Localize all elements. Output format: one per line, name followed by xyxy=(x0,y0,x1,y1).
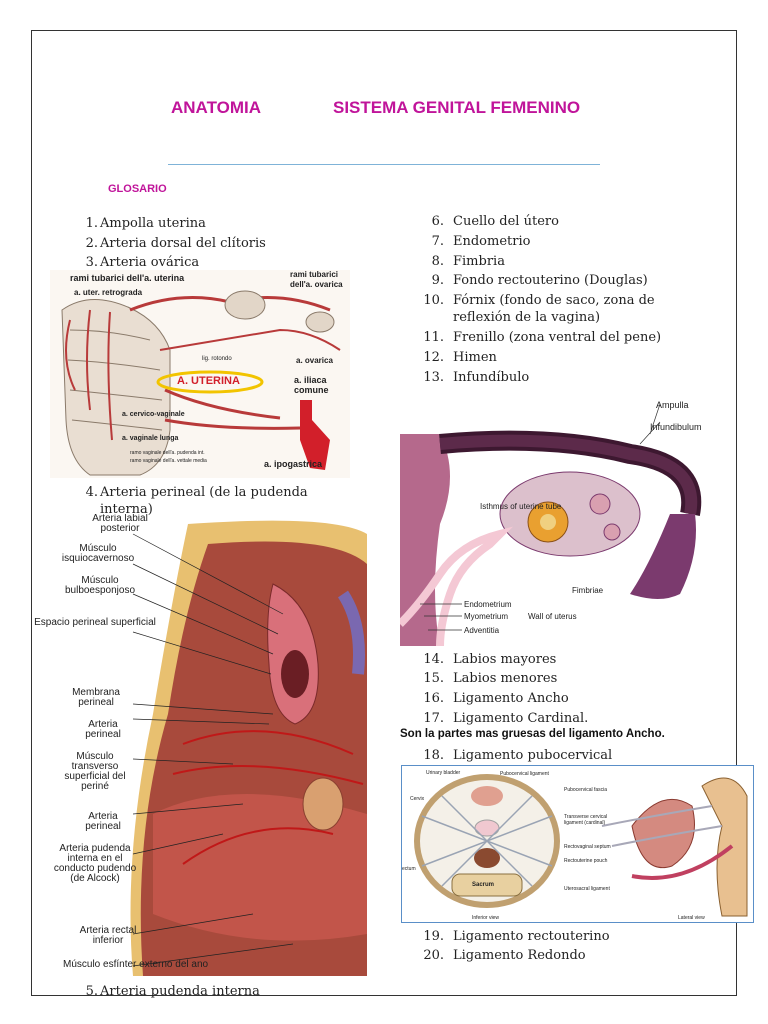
ligaments-illustration xyxy=(414,774,748,917)
label-membrana-perineal: Membrana perineal xyxy=(72,687,120,708)
glossary-item: 19.Ligamento rectouterino xyxy=(423,929,610,944)
label-ramo2: ramo vaginale dell'a. vettale media xyxy=(130,458,207,464)
label-infundibulum: Infundibulum xyxy=(650,422,702,432)
uterine-artery-figure: rami tubarici dell'a. uterina rami tubar… xyxy=(50,270,350,478)
ligaments-figure: Urinary bladder Pubocervical ligament Pu… xyxy=(401,765,754,923)
label-retrograda: a. uter. retrograda xyxy=(74,288,143,297)
perineum-illustration xyxy=(130,520,367,976)
label-esfinter: Músculo esfínter externo del ano xyxy=(63,959,209,970)
label-cervico: a. cervico-vaginale xyxy=(122,411,185,418)
label-arteria-labial: Arteria labial posterior xyxy=(92,514,148,534)
label-wall: Wall of uterus xyxy=(528,612,577,621)
ligament-note: Son la partes mas gruesas del ligamento … xyxy=(400,728,665,740)
label-adventitia: Adventitia xyxy=(464,626,500,635)
uterine-artery-illustration xyxy=(61,290,341,476)
glossary-item: 1.Ampolla uterina xyxy=(85,216,206,231)
glossary-item: 14.Labios mayores xyxy=(423,652,557,667)
glossary-item: 12.Himen xyxy=(423,350,497,365)
label-espacio-perineal: Espacio perineal superficial xyxy=(34,617,156,628)
page-title-system: SISTEMA GENITAL FEMENINO xyxy=(333,98,581,117)
label-utero: Uterosacral ligament xyxy=(564,886,610,892)
title-rule xyxy=(168,164,600,165)
glossary-item: 10.Fórnix (fondo de saco, zona de reflex… xyxy=(423,293,655,325)
glossary-item: 18.Ligamento pubocervical xyxy=(423,748,613,763)
glossary-item: 17.Ligamento Cardinal. xyxy=(423,711,589,726)
label-ipogastrica: a. ipogastrica xyxy=(264,459,323,469)
label-ampulla: Ampulla xyxy=(656,400,689,410)
label-rami-uterina: rami tubarici dell'a. uterina xyxy=(70,273,185,283)
glossary-item: 3.Arteria ovárica xyxy=(85,255,200,270)
label-pouch: Rectouterine pouch xyxy=(564,858,608,864)
label-pudenda-interna: Arteria pudenda interna en el conducto p… xyxy=(53,843,137,884)
label-bladder: Urinary bladder xyxy=(426,770,461,776)
label-pubo-fascia: Pubocervical fascia xyxy=(564,787,608,793)
label-cardinal: Transverse cervical ligament (cardinal) xyxy=(564,814,608,826)
label-bulboesponjoso: Músculo bulboesponjoso xyxy=(64,575,136,596)
label-arteria-perineal-1: Arteria perineal xyxy=(85,719,121,740)
label-sacrum: Sacrum xyxy=(472,882,495,888)
label-uterina: A. UTERINA xyxy=(177,375,240,387)
uterine-tube-figure: Ampulla Infundibulum Isthmus of uterine … xyxy=(400,394,712,646)
glossary-item: 15.Labios menores xyxy=(423,671,558,686)
label-rami-ovarica: rami tubarici dell'a. ovarica xyxy=(290,270,343,289)
page-title-anatomia: ANATOMIA xyxy=(171,98,262,117)
glossary-item: 11.Frenillo (zona ventral del pene) xyxy=(423,330,662,345)
section-heading: GLOSARIO xyxy=(108,183,167,195)
glossary-item: 13.Infundíbulo xyxy=(423,370,530,385)
glossary-item: 8.Fimbria xyxy=(431,254,505,269)
glossary-item: 6.Cuello del útero xyxy=(431,214,559,229)
label-isthmus: Isthmus of uterine tube xyxy=(480,502,562,511)
label-isquiocavernoso: Músculo isquiocavernoso xyxy=(61,543,135,564)
label-pubo-lig: Pubocervical ligament xyxy=(500,771,549,777)
glossary-item: 9.Fondo rectouterino (Douglas) xyxy=(431,273,648,288)
label-ramo: ramo vaginale dell'a. pudenda int. xyxy=(130,450,205,456)
label-iliaca: a. iliaca comune xyxy=(294,375,329,395)
label-lig-rotondo: lig. rotondo xyxy=(202,356,232,362)
label-septum: Rectovaginal septum xyxy=(564,844,611,850)
uterine-tube-illustration xyxy=(400,403,702,646)
label-arteria-perineal-2: Arteria perineal xyxy=(85,811,121,832)
label-cervix: Cervix xyxy=(410,796,425,802)
perineum-figure: Arteria labial posterior Músculo isquioc… xyxy=(33,514,367,976)
page-border xyxy=(31,30,737,996)
label-endometrium: Endometrium xyxy=(464,600,512,609)
label-rectal-inferior: Arteria rectal inferior xyxy=(79,925,137,946)
label-fimbriae: Fimbriae xyxy=(572,586,604,595)
glossary-item: 7.Endometrio xyxy=(431,234,531,249)
label-rectum: ectum xyxy=(402,866,416,872)
glossary-item: 4.Arteria perineal (de la pudenda intern… xyxy=(85,485,308,517)
glossary-item: 20.Ligamento Redondo xyxy=(423,948,586,963)
glossary-item: 16.Ligamento Ancho xyxy=(423,691,569,706)
label-inferior-view: Inferior view xyxy=(472,915,499,921)
label-ovarica: a. ovarica xyxy=(296,356,333,365)
glossary-item: 2.Arteria dorsal del clítoris xyxy=(85,236,266,251)
label-myometrium: Myometrium xyxy=(464,612,509,621)
label-transverso: Músculo transverso superficial del perin… xyxy=(64,751,126,792)
label-vaginale: a. vaginale lunga xyxy=(122,435,179,442)
glossary-item: 5.Arteria pudenda interna xyxy=(85,984,260,999)
label-lateral-view: Lateral view xyxy=(678,915,705,921)
